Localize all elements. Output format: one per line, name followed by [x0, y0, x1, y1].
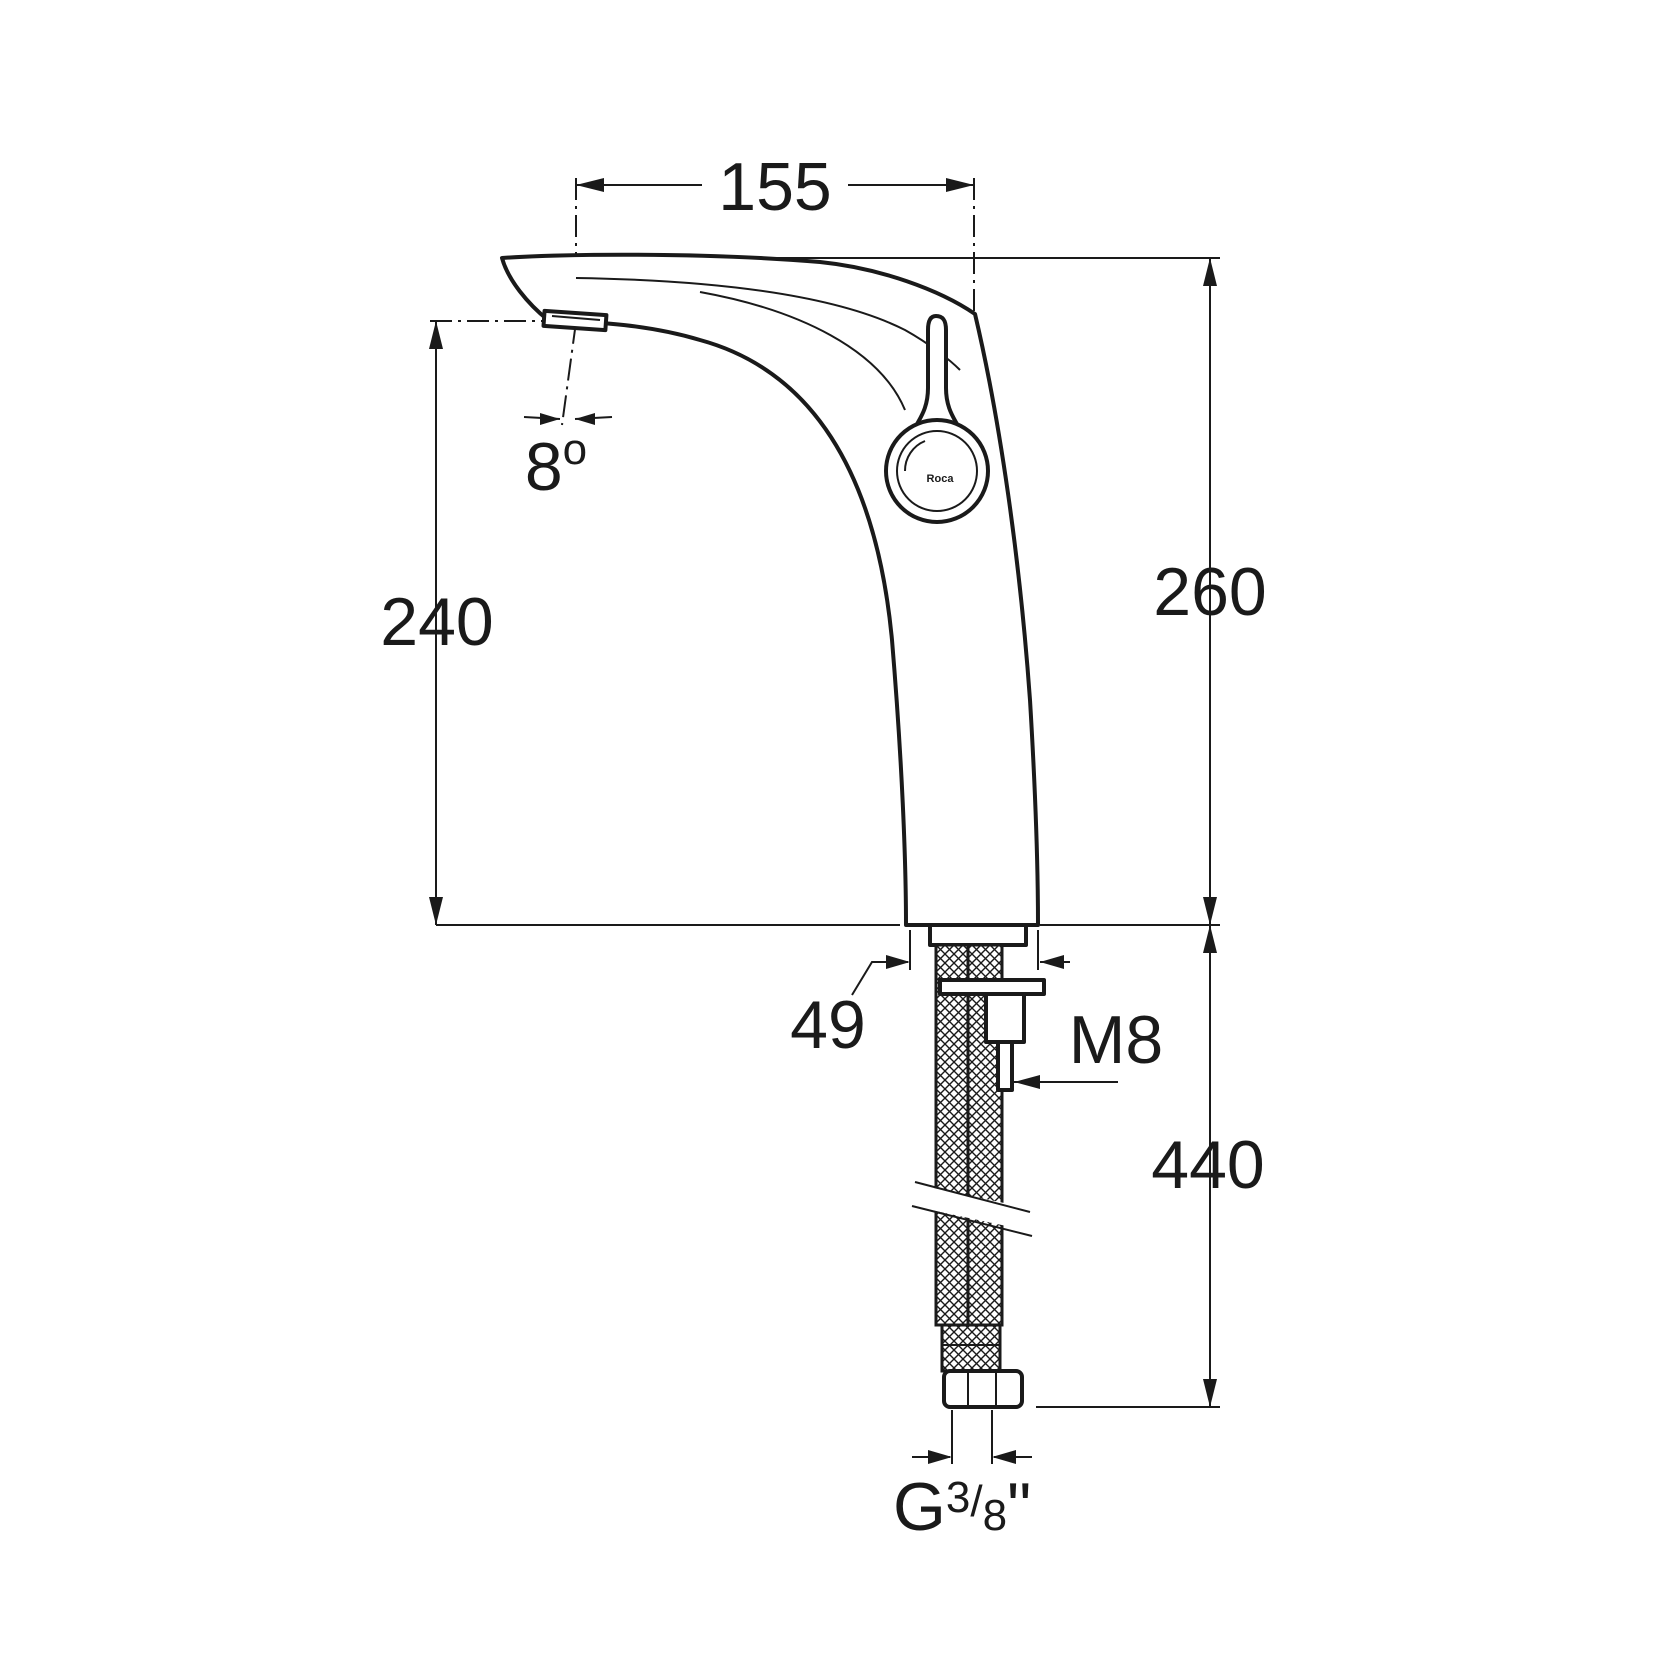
dim-connection-thread: G3/8" [893, 1469, 1031, 1545]
dimension-labels: 155 260 240 440 49 M8 8o G3/8" [380, 149, 1266, 1545]
break-symbol [911, 1181, 1033, 1237]
faucet-body: Roca [500, 252, 1040, 927]
fixing-rod-washer [938, 978, 1046, 996]
dim-spout-angle: 8o [525, 425, 587, 505]
fixing-rod [996, 1040, 1014, 1092]
hose-left [934, 943, 972, 1327]
hose-nut [942, 1369, 1024, 1409]
handle-sweep-line [699, 291, 906, 411]
fixing-rod-nut [984, 992, 1026, 1044]
base-collar [928, 923, 1028, 947]
handle-ring-inner [896, 430, 978, 512]
brand-mark: Roca [927, 473, 955, 485]
faucet-outline [500, 252, 1040, 927]
dim-overall-height: 260 [1153, 554, 1266, 630]
faucet-base-assembly [911, 923, 1046, 1409]
dim-spout-height: 240 [380, 584, 493, 660]
hose-ferrule [940, 1323, 1002, 1373]
dim-spout-reach: 155 [718, 149, 831, 225]
dim-hose-length: 440 [1151, 1127, 1264, 1203]
dim-base-diameter: 49 [790, 987, 866, 1063]
dim-fixing-rod: M8 [1069, 1002, 1163, 1078]
dimension-lines [429, 178, 1220, 1464]
